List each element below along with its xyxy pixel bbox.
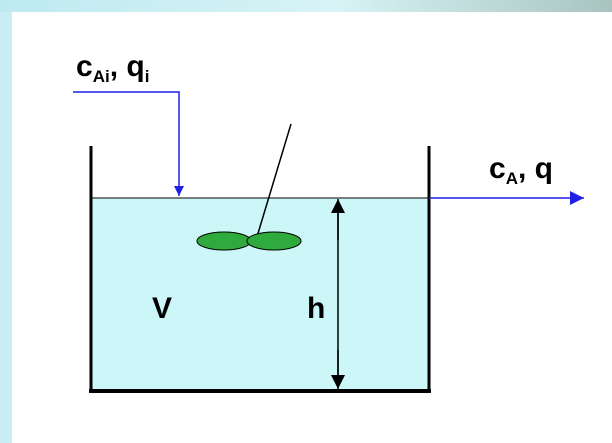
- arrow-down-icon: [73, 91, 184, 196]
- outlet-label-main: c: [489, 152, 506, 185]
- height-label: h: [307, 292, 325, 325]
- volume-label: V: [152, 292, 172, 325]
- inlet-label-sub: Ai: [93, 67, 110, 86]
- left-frame-band: [0, 12, 12, 443]
- impeller-icon: [196, 123, 302, 251]
- outlet-label: cA, q: [489, 152, 553, 188]
- inlet-label-main: c: [76, 50, 93, 83]
- inlet-label-rest: , q: [110, 50, 145, 83]
- top-frame-band: [0, 0, 612, 12]
- outlet-label-sub: A: [506, 169, 518, 188]
- outlet-label-rest: , q: [518, 152, 553, 185]
- inlet-label-rest-sub: i: [145, 67, 150, 86]
- inlet-label: cAi, qi: [76, 50, 149, 86]
- liquid-volume: [90, 197, 430, 391]
